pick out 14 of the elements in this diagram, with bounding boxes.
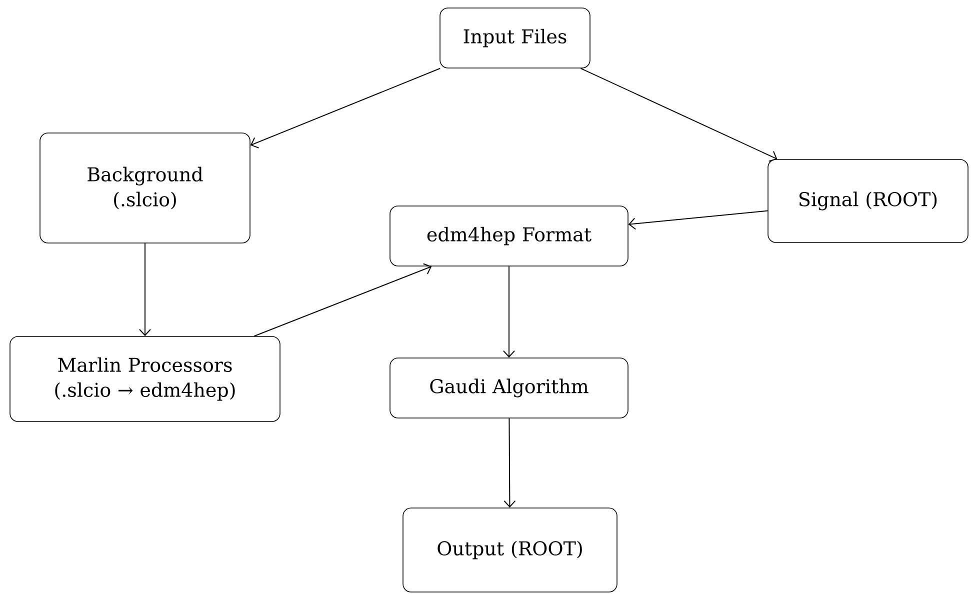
- arrow: [503, 266, 515, 358]
- process-box: Background (.slcio): [40, 132, 250, 244]
- arrow: [254, 263, 432, 337]
- arrow: [628, 210, 768, 230]
- arrow: [139, 242, 151, 336]
- process-box: Signal (ROOT): [768, 159, 968, 243]
- process-box: Output (ROOT): [402, 508, 618, 592]
- process-box: edm4hep Format: [390, 206, 628, 266]
- arrow: [504, 418, 516, 508]
- arrow: [580, 68, 778, 162]
- process-box: Gaudi Algorithm: [390, 358, 628, 418]
- arrow: [250, 68, 441, 148]
- process-box: Marlin Processors (.slcio → edm4hep): [10, 336, 280, 422]
- process-box: Input Files: [440, 8, 590, 68]
